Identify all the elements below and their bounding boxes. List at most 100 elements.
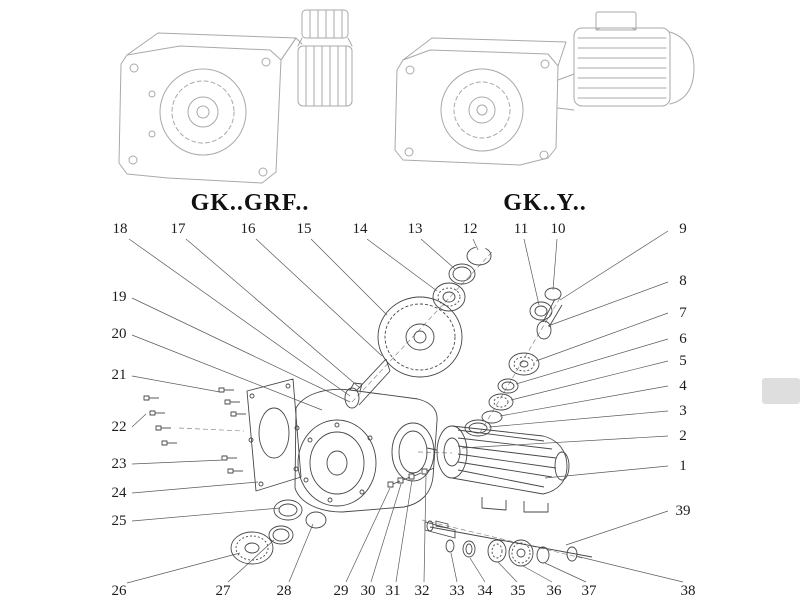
part-number-25: 25	[112, 513, 127, 529]
part-number-21: 21	[112, 367, 127, 383]
leader-line-37	[544, 562, 587, 583]
part-number-1: 1	[679, 458, 687, 474]
leader-line-7	[535, 312, 669, 362]
part-number-3: 3	[679, 403, 687, 419]
output-end-ring-38	[566, 546, 578, 562]
part-number-24: 24	[112, 485, 128, 501]
seal-ring	[305, 511, 327, 529]
output-bearing-35	[487, 539, 507, 563]
part-number-26: 26	[112, 583, 128, 599]
leader-line-32	[423, 474, 427, 583]
part-number-23: 23	[112, 456, 127, 472]
shaft-seal	[273, 499, 303, 521]
leader-line-36	[522, 565, 553, 583]
output-ring-gear	[230, 531, 274, 565]
lower-input-bearing	[488, 393, 514, 411]
leader-line-8	[547, 281, 669, 327]
part-number-7: 7	[679, 305, 687, 321]
part-number-20: 20	[112, 326, 127, 342]
output-washer-34	[462, 540, 476, 558]
bolt-set-top	[218, 387, 246, 417]
leader-line-12	[472, 238, 479, 251]
part-number-9: 9	[679, 221, 687, 237]
leader-line-14	[366, 238, 438, 292]
part-number-31: 31	[386, 583, 401, 599]
assembled-gearbox-y-drawing	[394, 11, 695, 166]
leader-line-18	[128, 238, 351, 397]
spacer-washer	[497, 378, 519, 394]
part-number-34: 34	[478, 583, 494, 599]
leader-line-34	[469, 557, 486, 583]
leader-line-31	[395, 479, 413, 583]
leader-line-19	[131, 297, 351, 403]
motor-flange-bolts	[387, 467, 435, 488]
part-number-36: 36	[547, 583, 563, 599]
leader-line-17	[185, 238, 361, 389]
model-label-grf: GK..GRF..	[191, 190, 310, 216]
leader-line-22	[131, 413, 147, 428]
input-pinion-shaft	[536, 298, 563, 340]
bolt-set-left	[143, 395, 177, 446]
upper-bearing	[432, 282, 466, 312]
part-number-15: 15	[297, 221, 312, 237]
part-number-17: 17	[171, 221, 187, 237]
leader-line-25	[131, 507, 281, 522]
input-bearing	[529, 301, 553, 321]
part-number-27: 27	[216, 583, 232, 599]
leader-line-9	[559, 230, 669, 301]
leader-line-33	[450, 552, 458, 583]
leader-line-4	[499, 385, 669, 417]
leader-line-35	[497, 561, 518, 583]
part-number-32: 32	[415, 583, 430, 599]
output-washer-37	[536, 546, 550, 564]
output-gear-36	[508, 539, 534, 567]
leader-line-39	[565, 510, 669, 546]
leader-line-24	[131, 481, 259, 494]
part-number-10: 10	[551, 221, 566, 237]
part-number-5: 5	[679, 353, 687, 369]
scan-artifact	[762, 378, 800, 404]
part-number-30: 30	[361, 583, 376, 599]
exploded-view	[143, 246, 593, 567]
leader-line-20	[131, 334, 323, 411]
bolt-alignment-axis	[178, 427, 245, 432]
output-shaft-axis	[421, 519, 583, 559]
gear-housing	[294, 382, 438, 513]
upper-shaft-axis	[351, 251, 493, 403]
part-number-16: 16	[241, 221, 257, 237]
input-shaft-axis	[477, 297, 561, 437]
leader-line-28	[288, 523, 314, 583]
leader-line-38	[575, 555, 684, 583]
part-number-39: 39	[676, 503, 691, 519]
upper-snap-ring	[466, 246, 492, 266]
leader-line-6	[515, 338, 669, 385]
part-number-33: 33	[450, 583, 465, 599]
bearing-ring-lower	[268, 525, 294, 545]
leader-line-29	[345, 487, 391, 583]
bevel-pinion-shaft	[344, 358, 391, 409]
electric-motor	[426, 425, 570, 513]
large-helical-gear	[377, 296, 463, 378]
input-gear	[508, 352, 540, 376]
leader-line-26	[126, 552, 241, 584]
leader-line-1	[544, 465, 669, 479]
model-label-y: GK..Y..	[503, 190, 586, 216]
part-number-28: 28	[277, 583, 292, 599]
upper-ring	[448, 263, 476, 285]
retaining-ring	[481, 410, 503, 424]
part-number-37: 37	[582, 583, 598, 599]
part-number-18: 18	[113, 221, 128, 237]
part-number-4: 4	[679, 378, 687, 394]
bolt-set-lower	[221, 455, 243, 474]
leader-line-2	[461, 435, 669, 449]
part-number-11: 11	[514, 221, 528, 237]
part-number-35: 35	[511, 583, 526, 599]
part-number-2: 2	[679, 428, 687, 444]
leader-line-5	[510, 360, 669, 401]
part-number-13: 13	[408, 221, 423, 237]
part-number-12: 12	[463, 221, 478, 237]
part-number-29: 29	[334, 583, 349, 599]
part-number-8: 8	[679, 273, 687, 289]
part-number-6: 6	[679, 331, 687, 347]
